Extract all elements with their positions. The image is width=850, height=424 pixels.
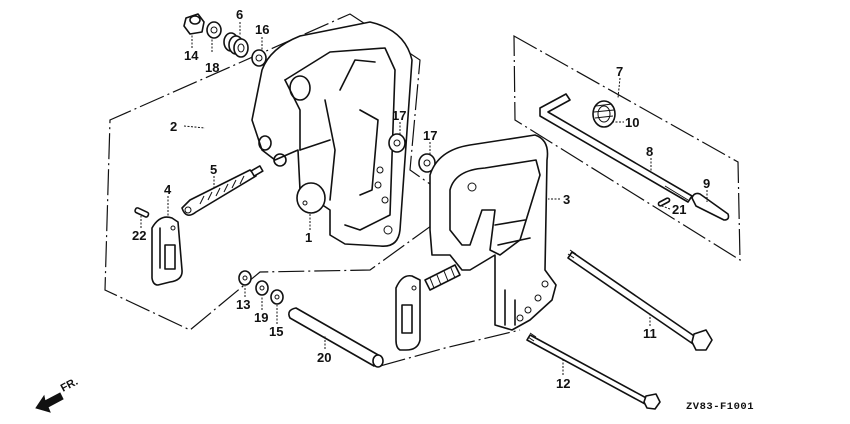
- callout-2: 2: [170, 119, 177, 134]
- callout-17b: 17: [423, 128, 437, 143]
- front-direction-indicator: FR.: [35, 376, 80, 413]
- part-14-nut: [183, 13, 205, 35]
- part-3-clamp-screw: [395, 264, 461, 351]
- assembly-outline-3: [379, 329, 521, 367]
- drawing-code: ZV83-F1001: [686, 401, 754, 413]
- part-20-tube: [288, 307, 384, 368]
- callout-9: 9: [703, 176, 710, 191]
- part-5-clamp-screw: [181, 165, 264, 216]
- part-9-grip: [691, 192, 730, 221]
- direction-label: FR.: [59, 376, 80, 395]
- callout-1: 1: [305, 230, 312, 245]
- part-10-spring: [592, 100, 616, 128]
- callout-18: 18: [205, 60, 219, 75]
- part-8-tilt-lever: [539, 93, 693, 203]
- callout-6: 6: [236, 7, 243, 22]
- part-2-stern-bracket-left: [251, 21, 413, 247]
- callout-12: 12: [556, 376, 570, 391]
- callout-14: 14: [184, 48, 199, 63]
- part-17-washer-a: [388, 133, 406, 153]
- assembly-outline-2: [104, 13, 462, 331]
- arrow-icon: [35, 392, 64, 413]
- part-21-pin: [657, 197, 671, 207]
- part-12-bolt: [526, 332, 661, 410]
- part-18-washer: [206, 21, 222, 39]
- callout-17a: 17: [392, 108, 406, 123]
- callout-10: 10: [625, 115, 639, 130]
- part-15-washer: [270, 289, 284, 305]
- callout-11: 11: [643, 326, 657, 341]
- callout-3: 3: [563, 192, 570, 207]
- part-17-washer-b: [418, 153, 436, 173]
- callout-5: 5: [210, 162, 217, 177]
- callout-13: 13: [236, 297, 250, 312]
- part-4-clamp-handle: [151, 216, 183, 286]
- leader-lines: [140, 22, 708, 375]
- part-22-pin: [134, 207, 150, 218]
- part-16-washer: [251, 49, 267, 67]
- part-19-washer: [255, 280, 269, 296]
- callout-20: 20: [317, 350, 331, 365]
- callout-16: 16: [255, 22, 269, 37]
- callout-15: 15: [269, 324, 283, 339]
- callouts: 14 18 6 16 2 5 4 22 1 17 17 3 7 10 8 9 2…: [132, 7, 710, 391]
- callout-21: 21: [672, 202, 686, 217]
- part-3-stern-bracket-right: [429, 134, 557, 331]
- callout-19: 19: [254, 310, 268, 325]
- assembly-outline-7: [513, 34, 741, 262]
- callout-7: 7: [616, 64, 623, 79]
- callout-4: 4: [164, 182, 172, 197]
- callout-22: 22: [132, 228, 146, 243]
- part-13-nut: [238, 270, 252, 286]
- part-11-bolt: [567, 249, 713, 351]
- part-1-plug: [296, 182, 326, 214]
- part-6-spring: [223, 32, 249, 58]
- callout-8: 8: [646, 144, 653, 159]
